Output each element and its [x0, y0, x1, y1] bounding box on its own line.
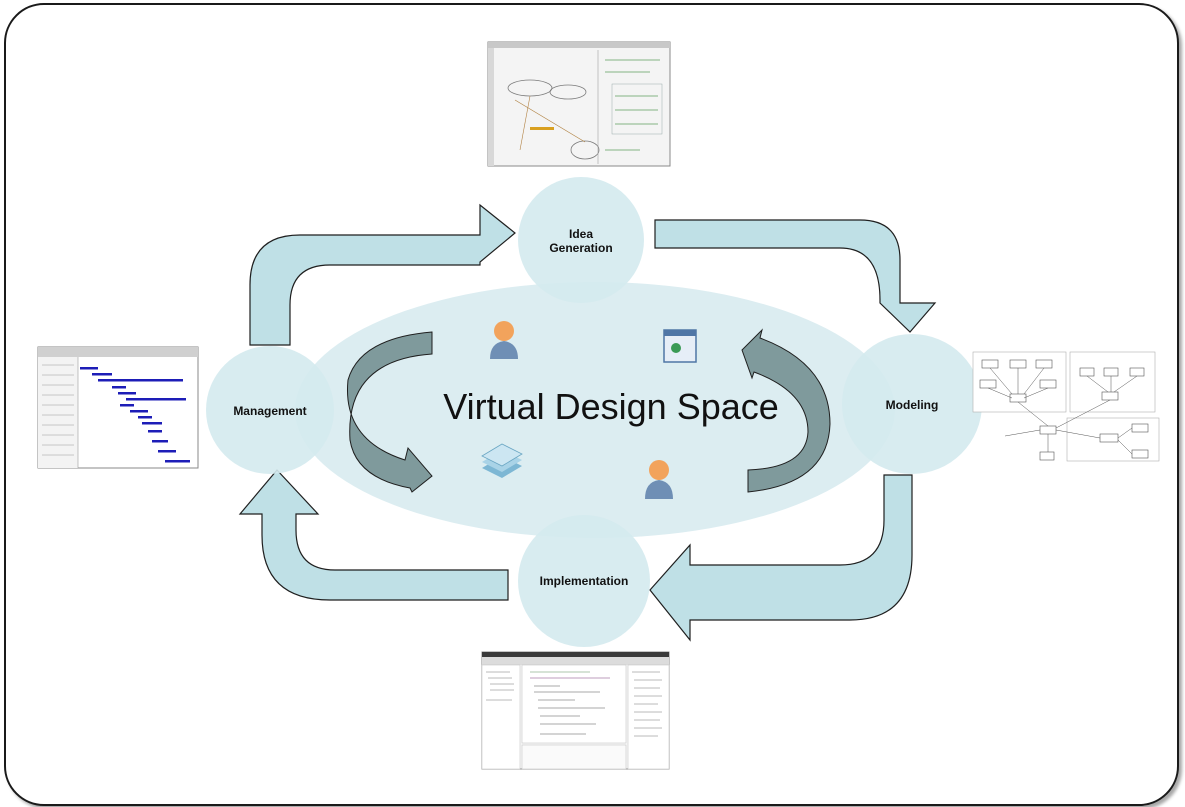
ide-screenshot-thumbnail: [481, 651, 670, 770]
diagram-title: Virtual Design Space: [443, 386, 779, 427]
node-idea-generation: [518, 177, 644, 303]
mindmap-screenshot-thumbnail: [487, 41, 671, 167]
arrow-implementation-to-management: [238, 469, 509, 601]
inner-arrow-left: [346, 331, 433, 493]
node-label-modeling: Modeling: [885, 398, 939, 412]
uml-model-screenshot-thumbnail: [972, 351, 1160, 462]
arrow-modeling-to-implementation: [649, 474, 913, 642]
node-modeling: [842, 334, 982, 474]
person-icon: [645, 460, 673, 499]
node-label-management: Management: [233, 404, 307, 418]
arrow-management-to-idea: [249, 203, 516, 346]
person-icon: [490, 321, 518, 359]
design-space-ellipse: [295, 282, 895, 538]
gantt-chart-screenshot-thumbnail: [37, 346, 199, 469]
documents-stack-icon: [481, 443, 523, 478]
browser-window-icon: [663, 329, 697, 363]
node-management: [206, 346, 334, 474]
node-label-implementation: Implementation: [539, 574, 629, 588]
arrow-idea-to-modeling: [654, 219, 937, 333]
inner-arrow-right: [741, 328, 831, 493]
node-label-idea-generation: Idea Generation: [549, 227, 613, 255]
node-implementation: [518, 515, 650, 647]
